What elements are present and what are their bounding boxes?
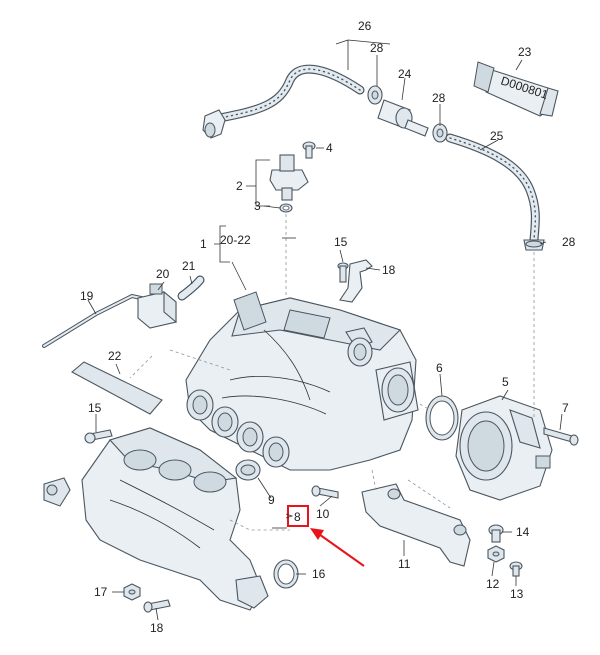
- bolt-14: [488, 524, 504, 543]
- callout-14: 14: [516, 525, 530, 539]
- callout-22: 21: [182, 259, 196, 273]
- leader-lines: [87, 39, 563, 621]
- vent-hose-left: [202, 64, 365, 139]
- hose-piece-22: [177, 275, 205, 301]
- bolt-15-upper: [337, 262, 349, 283]
- callout-20-22: 20-22: [220, 233, 251, 247]
- seal-ring-16: [273, 559, 299, 589]
- callout-24: 23: [518, 45, 532, 59]
- highlight-arrowhead: [310, 528, 324, 540]
- callout-3: 3: [254, 199, 261, 213]
- callout-28-c: 28: [562, 235, 576, 249]
- highlight-arrow: [315, 531, 365, 567]
- bolt-15-lower: [84, 429, 113, 444]
- seal-ring-6: [425, 395, 459, 441]
- callout-28-a: 28: [370, 41, 384, 55]
- callout-8: 8: [294, 510, 301, 524]
- bolt-7: [543, 427, 579, 446]
- callout-1: 1: [200, 237, 207, 251]
- solenoid-valve: [137, 283, 177, 329]
- upper-intake-manifold: [185, 291, 419, 471]
- o-ring-3: [279, 203, 293, 213]
- highlight-annotation: [285, 505, 365, 567]
- nut-12: [487, 545, 505, 563]
- callout-27: 26: [358, 19, 372, 33]
- bracket-19: [339, 259, 373, 303]
- grommet-9: [235, 459, 261, 481]
- callout-28-b: 28: [432, 91, 446, 105]
- callout-13: 13: [510, 587, 524, 601]
- assembly-lines: [129, 214, 535, 531]
- callout-23: 22: [108, 349, 122, 363]
- lower-intake-manifold: [43, 427, 269, 611]
- hose-clip-lower: [523, 239, 545, 251]
- bolt-4: [302, 141, 316, 159]
- callout-7: 7: [562, 401, 569, 415]
- support-bracket-11: [361, 483, 471, 567]
- highlight-arrow-indicator: [285, 513, 294, 519]
- throttle-body-5: [455, 395, 553, 501]
- callout-10: 10: [316, 507, 330, 521]
- callout-4: 4: [326, 141, 333, 155]
- callout-15-upper: 15: [334, 235, 348, 249]
- bolt-13: [509, 561, 523, 577]
- callout-16: 16: [312, 567, 326, 581]
- hose-clip-upper: [367, 85, 383, 105]
- callout-18: 18: [150, 621, 164, 635]
- callout-19: 18: [382, 263, 396, 277]
- callout-11: 11: [398, 557, 411, 571]
- pressure-sensor: [269, 154, 309, 201]
- vent-hose-right: [445, 133, 540, 245]
- callout-labels: 26 28 23 24 28 25 4 2 3 1 20-22 28 15 18…: [80, 19, 576, 635]
- callout-26: 25: [490, 129, 504, 143]
- hose-clip-middle: [432, 123, 448, 143]
- highlight-box: [287, 505, 309, 527]
- callout-6: 6: [436, 361, 443, 375]
- vacuum-rod: [42, 293, 152, 348]
- callout-21: 20: [156, 267, 170, 281]
- gasket-strip-23: [71, 361, 163, 415]
- callout-9: 9: [268, 493, 275, 507]
- callout-20: 19: [80, 289, 94, 303]
- callout-17: 17: [94, 585, 108, 599]
- check-valve: [377, 99, 429, 137]
- nut-17: [123, 583, 141, 601]
- callout-2: 2: [236, 179, 243, 193]
- callout-25: 24: [398, 67, 412, 81]
- bolt-10: [311, 485, 339, 499]
- callout-5: 5: [502, 375, 509, 389]
- sealant-tube: D000801: [473, 61, 559, 117]
- callout-15-lower: 15: [88, 401, 102, 415]
- callout-12: 12: [486, 577, 500, 591]
- bolt-18: [143, 599, 171, 613]
